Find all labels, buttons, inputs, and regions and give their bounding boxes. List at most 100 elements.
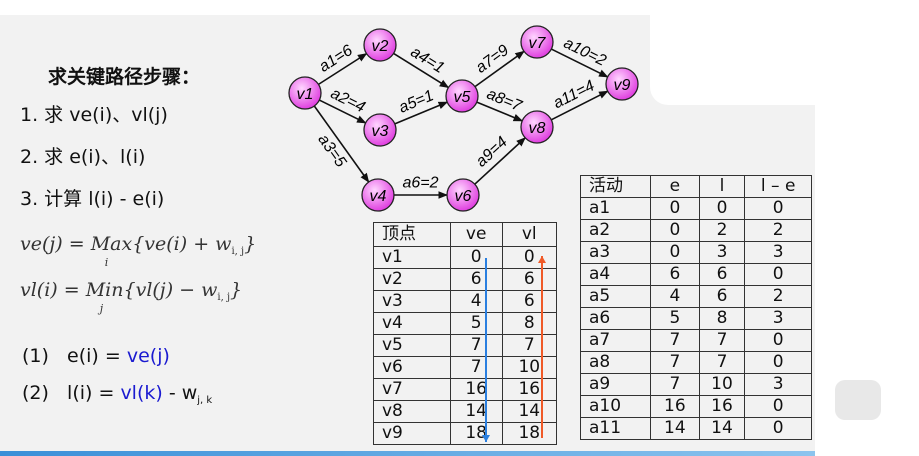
node-label: v4 — [370, 188, 387, 205]
formula-rhs: {ve(i) + w — [132, 233, 232, 255]
rule-l: (2) l(i) = vl(k) - wj, k — [22, 382, 212, 406]
edge-v3-v5 — [394, 101, 449, 125]
formula-end: } — [244, 233, 257, 255]
edge-v7-v9 — [550, 48, 609, 78]
node-v1 — [288, 76, 322, 110]
node-label: v5 — [454, 89, 471, 106]
node-v6 — [446, 178, 480, 212]
node-v5 — [445, 79, 479, 113]
table-cell: v9 — [373, 422, 451, 445]
node-label: v6 — [455, 188, 472, 205]
column-header: 顶点 — [373, 222, 451, 247]
formula-rhs: {vl(j) − w — [123, 279, 218, 301]
formula-lhs: vl(i) = — [20, 279, 86, 301]
table-cell: 18 — [501, 422, 558, 445]
table-cell: 0 — [650, 197, 700, 220]
formula-sub: i, j — [217, 292, 231, 303]
column-header: vl — [501, 222, 558, 247]
edge-label: a6=2 — [402, 175, 438, 192]
rule-tail: - w — [162, 382, 198, 404]
table-cell: 16 — [650, 395, 700, 418]
node-v2 — [363, 28, 397, 62]
rule-lhs: e(i) = — [67, 345, 127, 367]
formula-op-text: Min — [85, 279, 124, 301]
table-cell: 6 — [501, 290, 558, 313]
edge-v8-v9 — [550, 90, 609, 121]
step-2: 2. 求 e(i)、l(i) — [20, 146, 146, 168]
step-1: 1. 求 ve(i)、vl(j) — [20, 104, 168, 126]
rule-number: (1) — [22, 345, 49, 367]
edge-v1-v3 — [318, 99, 367, 124]
edge-v5-v8 — [476, 101, 524, 122]
rule-rhs: vl(k) — [120, 382, 163, 404]
rule-sub: j, k — [197, 395, 213, 406]
formula-op-text: Max — [90, 233, 133, 255]
node-label: v9 — [614, 77, 631, 94]
node-v3 — [363, 113, 397, 147]
table-cell: 14 — [501, 400, 558, 423]
formula-lhs: ve(j) = — [20, 233, 91, 255]
table-cell: 16 — [449, 378, 503, 401]
node-label: v8 — [529, 120, 546, 137]
table-cell: 10 — [698, 373, 746, 396]
node-v8 — [520, 110, 554, 144]
table-cell: v6 — [373, 356, 451, 379]
table-cell: 16 — [501, 378, 558, 401]
table-cell: a11 — [579, 417, 652, 440]
ve-forward-arrow-head — [482, 435, 490, 442]
video-player-icon[interactable] — [835, 380, 881, 420]
rule-lhs: l(i) = — [67, 382, 121, 404]
table-cell: a1 — [579, 197, 652, 220]
steps-title: 求关键路径步骤： — [48, 66, 201, 88]
column-header: l – e — [744, 175, 812, 198]
table-cell: a4 — [579, 263, 652, 286]
step-3: 3. 计算 l(i) - e(i) — [20, 188, 165, 210]
table-cell: 10 — [501, 356, 558, 379]
rule-e: (1) e(i) = ve(j) — [22, 345, 170, 367]
edge-v1-v2 — [318, 52, 368, 86]
overlay-patch — [650, 15, 815, 105]
slide-bottom-band — [0, 451, 815, 456]
table-cell: 0 — [744, 417, 812, 440]
edge-v1-v4 — [313, 105, 370, 183]
table-cell: a7 — [579, 329, 652, 352]
table-cell: 14 — [650, 417, 700, 440]
formula-sub: i, j — [231, 246, 245, 257]
rule-rhs: ve(j) — [126, 345, 170, 367]
table-cell: 14 — [698, 417, 746, 440]
node-v7 — [520, 25, 554, 59]
edge-v5-v7 — [474, 50, 525, 88]
formula-index: j — [99, 302, 104, 315]
node-label: v3 — [372, 123, 389, 140]
formula-end: } — [230, 279, 243, 301]
node-label: v2 — [372, 38, 389, 55]
node-label: v1 — [297, 86, 314, 103]
edge-v6-v8 — [474, 137, 526, 185]
node-label: v7 — [529, 35, 547, 52]
rule-number: (2) — [22, 382, 49, 404]
node-v9 — [605, 67, 639, 101]
node-v4 — [361, 178, 395, 212]
vl-backward-arrow-head — [538, 256, 546, 263]
